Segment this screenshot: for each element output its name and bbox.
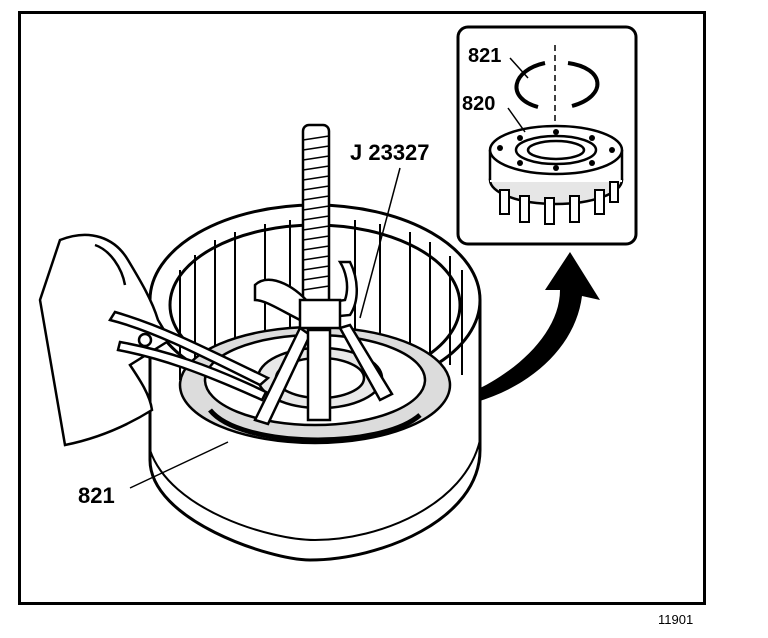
tool-j23327 [253,123,394,426]
inset-snap-ring [514,61,600,109]
callout-j23327: J 23327 [350,140,430,165]
callout-821: 821 [78,483,115,508]
leader-821 [129,441,229,489]
hand-with-pliers [38,233,271,447]
callout-820: 820 [462,93,495,115]
leader-j23327 [359,167,401,319]
direction-arrow [438,252,600,410]
inset-spring-assembly [488,124,624,225]
callout-821-inset: 821 [468,45,501,67]
figure-id: 11901 [658,612,694,627]
